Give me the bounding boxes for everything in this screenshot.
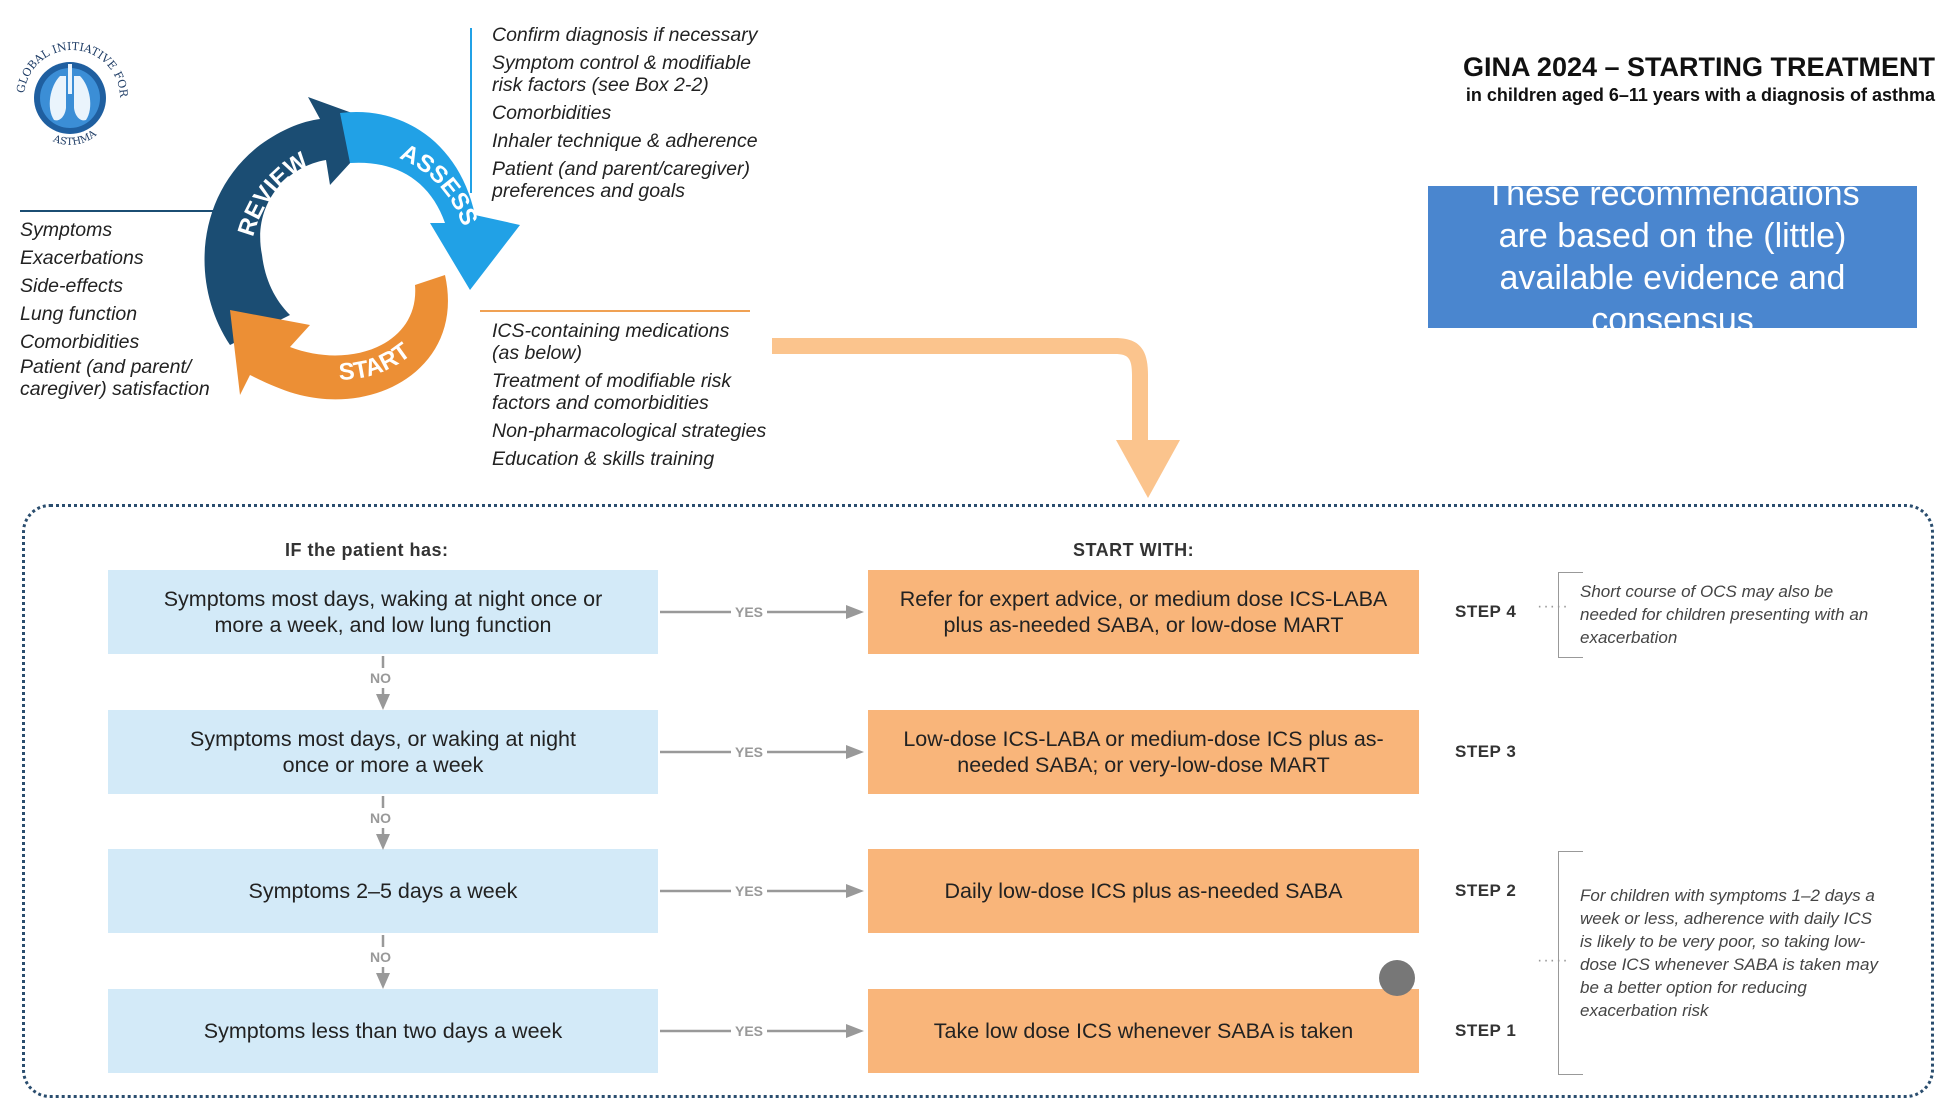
evidence-note-text: These recommendations are based on the (… bbox=[1485, 175, 1860, 339]
assess-list: Confirm diagnosis if necessary Symptom c… bbox=[492, 24, 758, 208]
condition-box: Symptoms 2–5 days a week bbox=[108, 849, 658, 933]
start-item: Non-pharmacological strategies bbox=[492, 420, 767, 442]
review-item: Symptoms bbox=[20, 219, 113, 241]
step-label: STEP 4 bbox=[1455, 602, 1517, 621]
pointer-dot bbox=[1379, 960, 1415, 996]
no-label: NO bbox=[370, 668, 391, 688]
assess-connector-line bbox=[470, 28, 472, 193]
evidence-note-box: These recommendations are based on the (… bbox=[1428, 175, 1917, 339]
yes-label: YES bbox=[731, 883, 768, 899]
title-block: GINA 2024 – STARTING TREATMENT in childr… bbox=[1463, 52, 1935, 106]
review-item: Exacerbations bbox=[20, 247, 144, 269]
assess-item: Inhaler technique & adherence bbox=[492, 130, 758, 152]
yes-label: YES bbox=[731, 604, 768, 620]
assess-item: Confirm diagnosis if necessary bbox=[492, 24, 758, 46]
assess-item: Patient (and parent/caregiver) preferenc… bbox=[492, 158, 750, 202]
start-connector-line bbox=[480, 310, 750, 312]
yes-label: YES bbox=[731, 1023, 768, 1039]
review-item: Patient (and parent/ caregiver) satisfac… bbox=[20, 356, 210, 400]
start-item: Treatment of modifiable risk factors and… bbox=[492, 370, 732, 414]
start-with-header: START WITH: bbox=[1073, 540, 1195, 560]
review-item: Side-effects bbox=[20, 275, 123, 297]
no-label: NO bbox=[370, 808, 391, 828]
recommendation-box: Refer for expert advice, or medium dose … bbox=[868, 570, 1419, 654]
step-dots: ····· bbox=[1537, 952, 1569, 969]
if-header: IF the patient has: bbox=[285, 540, 449, 560]
page-subtitle: in children aged 6–11 years with a diagn… bbox=[1465, 85, 1935, 105]
review-item: Comorbidities bbox=[20, 331, 140, 353]
assess-item: Comorbidities bbox=[492, 102, 612, 124]
decision-frame bbox=[22, 504, 1934, 1098]
start-arrow bbox=[230, 275, 448, 400]
recommendation-box: Daily low-dose ICS plus as-needed SABA bbox=[868, 849, 1419, 933]
recommendation-box: Take low dose ICS whenever SABA is taken bbox=[868, 989, 1419, 1073]
review-arrow bbox=[204, 97, 385, 345]
note-bracket bbox=[1558, 572, 1583, 658]
review-item: Lung function bbox=[20, 303, 138, 325]
assess-arrow bbox=[340, 111, 520, 290]
start-item: Education & skills training bbox=[492, 448, 715, 470]
step4-note: Short course of OCS may also be needed f… bbox=[1580, 582, 1869, 647]
condition-box: Symptoms most days, or waking at night o… bbox=[108, 710, 658, 794]
step-label: STEP 3 bbox=[1455, 742, 1517, 761]
start-list: ICS-containing medications (as below) Tr… bbox=[492, 320, 766, 476]
review-assess-start-cycle: REVIEW ASSESS START bbox=[204, 97, 520, 400]
note-bracket bbox=[1558, 851, 1583, 1075]
recommendation-box: Low-dose ICS-LABA or medium-dose ICS plu… bbox=[868, 710, 1419, 794]
step2-step1-note: For children with symptoms 1–2 days a we… bbox=[1580, 886, 1878, 1020]
review-connector-line bbox=[20, 210, 216, 212]
review-list: Symptoms Exacerbations Side-effects Lung… bbox=[20, 216, 210, 400]
assess-item: Symptom control & modifiable risk factor… bbox=[492, 52, 752, 96]
step-label: STEP 1 bbox=[1455, 1021, 1517, 1040]
gina-logo: GLOBAL INITIATIVE FOR ASTHMA bbox=[14, 40, 130, 148]
yes-label: YES bbox=[731, 744, 768, 760]
start-item: ICS-containing medications (as below) bbox=[492, 320, 730, 364]
step-dots: ····· bbox=[1537, 598, 1569, 615]
condition-box: Symptoms most days, waking at night once… bbox=[108, 570, 658, 654]
flow-down-arrow bbox=[772, 338, 1180, 498]
condition-box: Symptoms less than two days a week bbox=[108, 989, 658, 1073]
page-title: GINA 2024 – STARTING TREATMENT bbox=[1462, 52, 1935, 82]
no-label: NO bbox=[370, 947, 391, 967]
step-label: STEP 2 bbox=[1455, 881, 1517, 900]
